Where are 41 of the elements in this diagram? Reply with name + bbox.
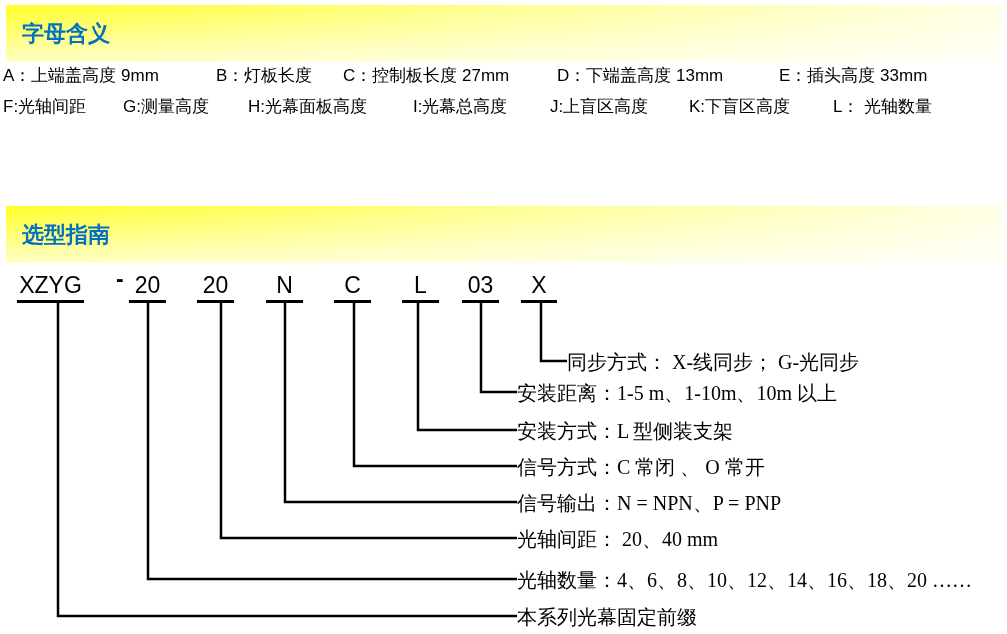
model-code: 03 <box>462 270 499 303</box>
letter-definition: D：下端盖高度 13mm <box>557 65 724 87</box>
option-description: 本系列光幕固定前缀 <box>517 604 697 630</box>
option-description: 安装距离：1-5 m、1-10m、10m 以上 <box>517 380 837 406</box>
leader-line <box>479 303 517 394</box>
model-code: XZYG <box>17 270 84 303</box>
leader-line <box>416 303 517 432</box>
leader-line <box>219 303 517 540</box>
heading-band <box>6 206 1002 263</box>
letter-definition: A：上端盖高度 9mm <box>3 65 159 87</box>
leader-line <box>283 303 517 504</box>
model-code: X <box>521 270 557 303</box>
option-description: 同步方式： X-线同步； G-光同步 <box>567 349 860 375</box>
model-code: 20 <box>197 270 234 303</box>
option-description: 信号方式：C 常闭 、 O 常开 <box>517 454 765 480</box>
letter-definition: K:下盲区高度 <box>689 96 791 118</box>
option-description: 光轴间距： 20、40 mm <box>517 526 719 552</box>
letter-definition: C：控制板长度 27mm <box>343 65 510 87</box>
option-description: 安装方式：L 型侧装支架 <box>517 418 734 444</box>
separator-dash: - <box>116 268 124 290</box>
letter-definition: G:测量高度 <box>123 96 209 118</box>
letter-definition: E：插头高度 33mm <box>779 65 928 87</box>
option-description: 信号输出：N = NPN、P = PNP <box>517 490 782 516</box>
leader-line <box>352 303 517 468</box>
letter-definition: B：灯板长度 <box>216 65 313 87</box>
model-code: L <box>402 270 439 303</box>
letter-definition: H:光幕面板高度 <box>248 96 367 118</box>
letter-definition: F:光轴间距 <box>3 96 87 118</box>
letter-definition: J:上盲区高度 <box>550 96 649 118</box>
model-code: N <box>266 270 303 303</box>
letter-definition: I:光幕总高度 <box>413 96 508 118</box>
leader-line <box>56 303 517 618</box>
section-heading: 字母含义 <box>22 19 110 48</box>
letter-definition: L： 光轴数量 <box>833 96 933 118</box>
heading-band <box>6 5 1002 62</box>
model-code: C <box>334 270 371 303</box>
model-code: 20 <box>129 270 166 303</box>
option-description: 光轴数量：4、6、8、10、12、14、16、18、20 …… <box>517 567 972 593</box>
leader-line <box>539 303 567 363</box>
leader-line <box>146 303 517 581</box>
section-heading: 选型指南 <box>22 220 110 249</box>
